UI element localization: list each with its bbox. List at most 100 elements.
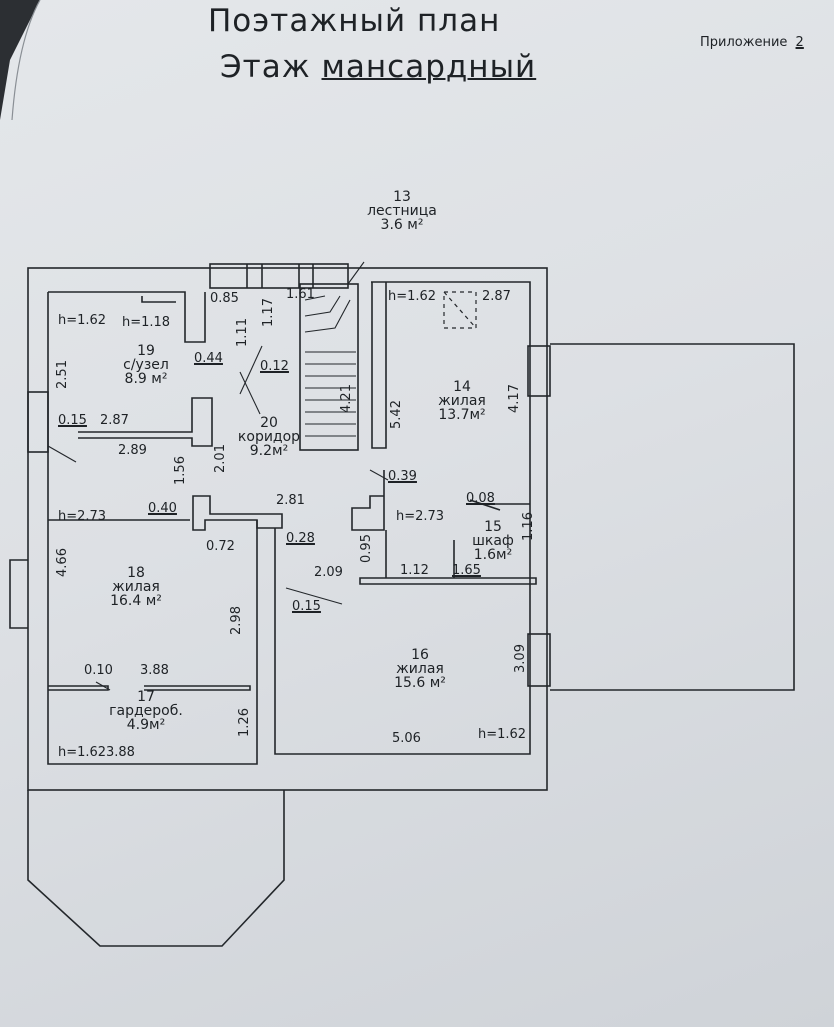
dimension-label: 0.10 [84, 663, 113, 678]
dimension-label: 0.85 [210, 291, 239, 306]
room-19-name: с/узел [123, 357, 169, 373]
terrace-right [550, 343, 795, 691]
room-14-name: жилая [438, 393, 486, 409]
room-18-area: 16.4 м² [110, 593, 162, 609]
room-14-label: 14 жилая 13.7м² [422, 380, 502, 422]
dimension-label: 4.21 [338, 384, 354, 413]
dimension-label: 1.65 [452, 563, 481, 578]
dimension-label: 0.44 [194, 351, 223, 366]
room-20-area: 9.2м² [249, 443, 289, 459]
height-label: h=1.18 [122, 315, 171, 330]
dimension-label: 5.06 [392, 731, 421, 746]
dimension-label: 1.61 [286, 287, 315, 302]
room-15-name: шкаф [472, 533, 514, 549]
height-label: h=1.62 [58, 313, 107, 328]
room-17-label: 17 гардероб. 4.9м² [96, 690, 196, 732]
partition-17-18 [48, 685, 251, 691]
dimension-label: 1.56 [172, 456, 188, 485]
room-20-name: коридор [237, 429, 301, 445]
room-19-number: 19 [137, 343, 155, 359]
dimension-label: 3.88 [106, 745, 135, 760]
room-13-label: 13 лестница 3.6 м² [362, 190, 442, 232]
left-bay [9, 559, 28, 629]
bay-below [27, 790, 285, 947]
room-17-number: 17 [137, 689, 155, 705]
dimension-label: 5.42 [388, 400, 404, 429]
room-17-area: 4.9м² [126, 717, 166, 733]
room-19-area: 8.9 м² [124, 371, 168, 387]
appendix-text: Приложение [700, 35, 788, 50]
dimension-label: 3.09 [512, 644, 528, 673]
room-15-label: 15 шкаф 1.6м² [458, 520, 528, 562]
pilaster-right [351, 470, 385, 531]
dimension-label: 0.08 [466, 491, 495, 506]
dimension-label: 2.01 [212, 444, 228, 473]
height-label: h=1.62 [388, 289, 437, 304]
room-16-label: 16 жилая 15.6 м² [380, 648, 460, 690]
dimension-label: 0.95 [358, 534, 374, 563]
dimension-label: 1.26 [236, 708, 252, 737]
top-window-frame [209, 263, 349, 289]
plan-title: Поэтажный план [208, 3, 501, 39]
dimension-label: 0.72 [206, 539, 235, 554]
room-15-area: 1.6м² [473, 547, 513, 563]
inner-wall-right [274, 281, 531, 755]
room-17-name: гардероб. [109, 703, 183, 719]
chimney-dashed [443, 291, 477, 329]
dimension-label: 0.28 [286, 531, 315, 546]
room-13-name: лестница [367, 203, 437, 219]
inner-wall-left [47, 292, 258, 765]
room-18-number: 18 [127, 565, 145, 581]
room-18-label: 18 жилая 16.4 м² [96, 566, 176, 608]
height-label: h=1.62 [58, 745, 107, 760]
room-15-number: 15 [484, 519, 502, 535]
room-16-area: 15.6 м² [394, 675, 446, 691]
dimension-label: 4.66 [54, 548, 70, 577]
dimension-label: 0.12 [260, 359, 289, 374]
room-13-number: 13 [393, 189, 411, 205]
dimension-label: 0.39 [388, 469, 417, 484]
dimension-label: 1.11 [234, 318, 250, 347]
room-13-area: 3.6 м² [380, 217, 424, 233]
floor-label: Этаж мансардный [220, 52, 536, 83]
room19-bottom-wall [78, 397, 213, 447]
outer-wall [27, 267, 548, 791]
appendix-label: Приложение 2 [700, 36, 804, 49]
floor-value: мансардный [321, 49, 537, 85]
room-16-name: жилая [396, 661, 444, 677]
room-18-name: жилая [112, 579, 160, 595]
appendix-number: 2 [795, 35, 804, 50]
height-label: h=2.73 [396, 509, 445, 524]
room-20-label: 20 коридор 9.2м² [224, 416, 314, 458]
dimension-label: 2.89 [118, 443, 147, 458]
dimension-label: 2.81 [276, 493, 305, 508]
dimension-label: 2.87 [100, 413, 129, 428]
dimension-label: 2.09 [314, 565, 343, 580]
room-19-label: 19 с/узел 8.9 м² [106, 344, 186, 386]
dimension-label: 1.16 [520, 512, 536, 541]
room19-wall [48, 291, 206, 343]
room-16-number: 16 [411, 647, 429, 663]
height-label: h=2.73 [58, 509, 107, 524]
sheet-edge [11, 0, 41, 121]
floor-prefix: Этаж [220, 49, 311, 85]
dimension-label: 0.40 [148, 501, 177, 516]
dimension-label: 0.15 [292, 599, 321, 614]
room-14-area: 13.7м² [438, 407, 486, 423]
dimension-label: 4.17 [506, 384, 522, 413]
dimension-label: 0.15 [58, 413, 87, 428]
dimension-label: 2.87 [482, 289, 511, 304]
room14-wall [371, 282, 387, 449]
room-20-number: 20 [260, 415, 278, 431]
dimension-label: 1.12 [400, 563, 429, 578]
height-label: h=1.62 [478, 727, 527, 742]
room-14-number: 14 [453, 379, 471, 395]
stair-frame [299, 283, 359, 451]
dimension-label: 3.88 [140, 663, 169, 678]
dimension-label: 2.51 [54, 360, 70, 389]
pilaster-left [192, 495, 283, 531]
partition-15-16 [359, 577, 537, 585]
dimension-label: 2.98 [228, 606, 244, 635]
